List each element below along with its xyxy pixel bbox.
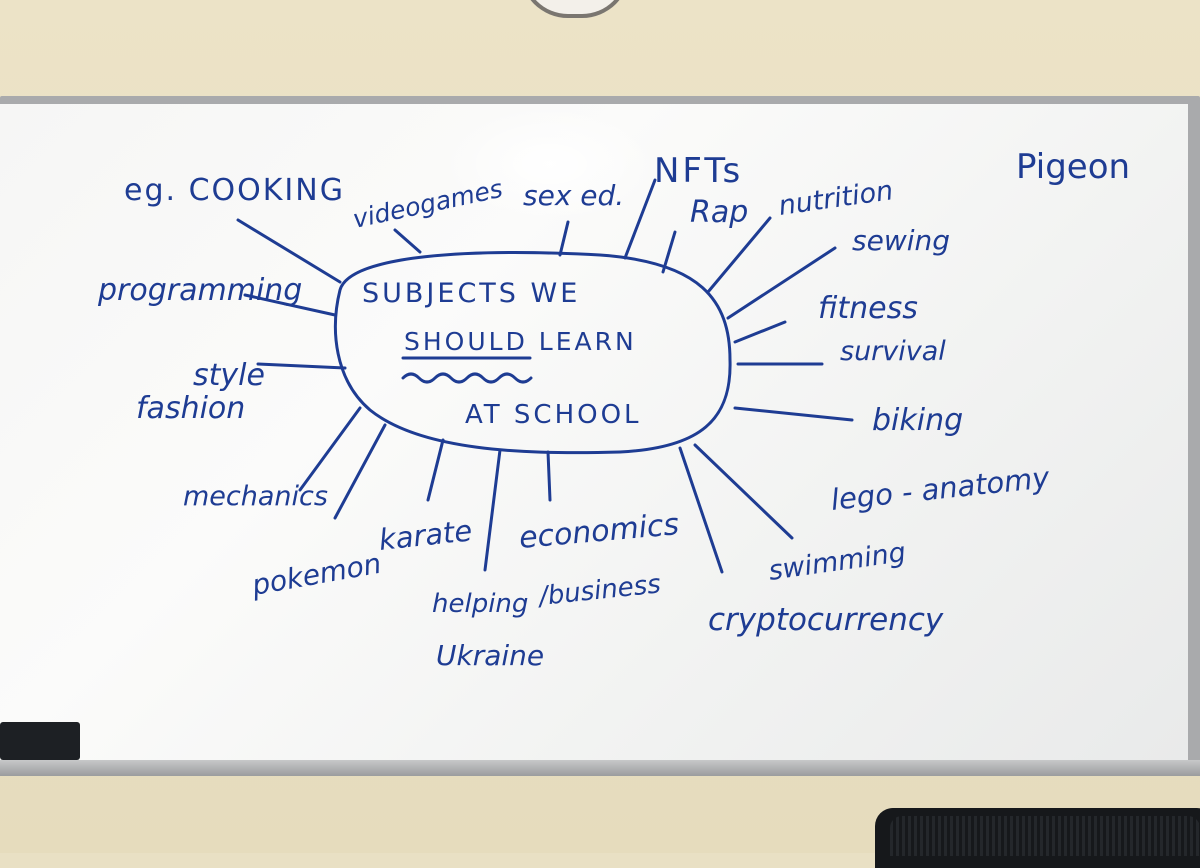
corner-note-pigeon: Pigeon bbox=[1016, 147, 1130, 187]
topic-pokemon: pokemon bbox=[249, 547, 384, 602]
topic-mechanics: mechanics bbox=[183, 481, 328, 512]
center-line-1: SUBJECTS WE bbox=[362, 278, 580, 309]
topic-cryptocurrency: cryptocurrency bbox=[708, 602, 944, 638]
connector-videogames bbox=[393, 228, 422, 254]
connector-swimming bbox=[693, 443, 794, 540]
topic-sex-ed: sex ed. bbox=[523, 179, 624, 212]
topic-business: /business bbox=[536, 569, 663, 612]
topic-nutrition: nutrition bbox=[777, 175, 895, 222]
connector-economics bbox=[546, 450, 552, 502]
topic-videogames: videogames bbox=[350, 174, 505, 234]
connector-crypto bbox=[678, 446, 724, 574]
connector-fitness bbox=[733, 320, 787, 344]
central-bubble bbox=[334, 251, 732, 455]
marker-tray bbox=[0, 760, 1200, 776]
topic-fashion: fashion bbox=[136, 391, 245, 426]
light-glare bbox=[440, 104, 660, 224]
topic-helping: helping bbox=[432, 589, 528, 619]
connector-style bbox=[256, 362, 347, 370]
topic-karate: karate bbox=[377, 513, 474, 557]
center-line-3: AT SCHOOL bbox=[465, 400, 642, 430]
connector-nfts bbox=[623, 178, 657, 260]
topic-ukraine: Ukraine bbox=[436, 639, 544, 672]
office-chair-mesh bbox=[890, 816, 1200, 856]
topic-programming: programming bbox=[97, 273, 302, 308]
connector-helping bbox=[483, 448, 502, 572]
topic-economics: economics bbox=[518, 507, 681, 556]
topic-swimming: swimming bbox=[767, 537, 908, 587]
connector-nutrition bbox=[706, 216, 772, 294]
topic-fitness: fitness bbox=[818, 291, 918, 326]
connector-sewing bbox=[726, 246, 837, 320]
topic-cooking: eg. COOKING bbox=[124, 173, 345, 208]
topic-biking: biking bbox=[872, 403, 963, 438]
connector-sex-ed bbox=[558, 220, 570, 257]
topic-survival: survival bbox=[840, 336, 946, 367]
whiteboard-eraser bbox=[0, 722, 80, 760]
topic-sewing: sewing bbox=[852, 224, 950, 257]
topic-rap: Rap bbox=[690, 195, 748, 230]
connector-cooking bbox=[236, 218, 342, 284]
connector-karate bbox=[426, 438, 445, 502]
connector-biking bbox=[733, 406, 854, 422]
topic-lego-anatomy: lego - anatomy bbox=[829, 460, 1052, 517]
connector-pokemon bbox=[333, 423, 387, 520]
connector-rap bbox=[661, 230, 677, 274]
topic-style: style bbox=[193, 358, 265, 393]
topic-nfts: NFTs bbox=[654, 151, 743, 191]
should-squiggle bbox=[401, 372, 533, 384]
connector-mechanics bbox=[298, 406, 362, 492]
center-line-2: SHOULD LEARN bbox=[404, 327, 637, 356]
connector-programming bbox=[243, 293, 337, 317]
